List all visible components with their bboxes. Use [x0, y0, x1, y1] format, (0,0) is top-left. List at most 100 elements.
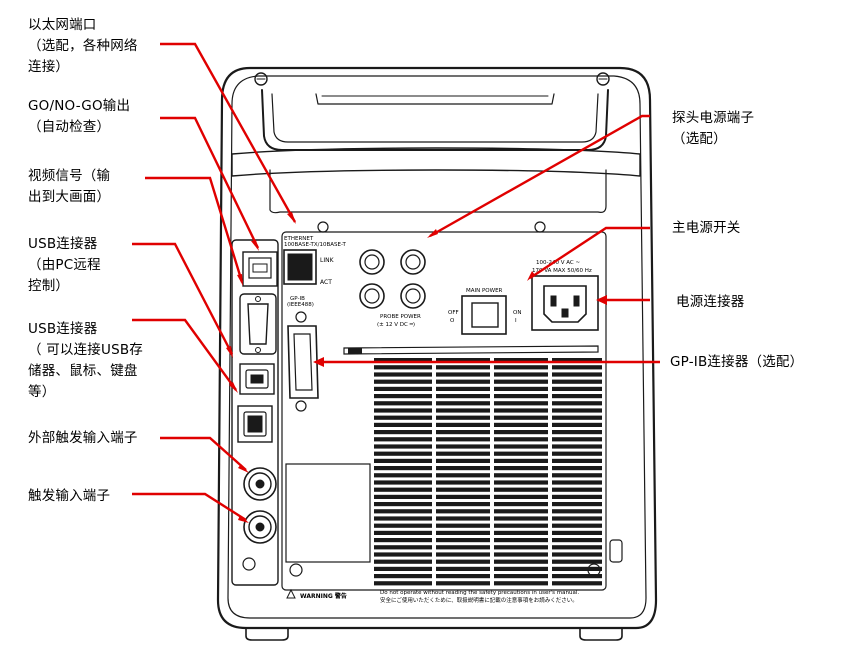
svg-text:MAIN POWER: MAIN POWER: [466, 288, 503, 294]
vent-slot: [552, 494, 602, 499]
vent-slot: [374, 494, 432, 499]
vent-slot: [494, 430, 548, 435]
vent-slot: [552, 552, 602, 557]
trigger-bnc: [243, 510, 277, 544]
vent-slot: [552, 437, 602, 442]
vent-slot: [436, 422, 490, 427]
svg-text:100BASE-TX/10BASE-T: 100BASE-TX/10BASE-T: [284, 242, 346, 248]
vent-slot: [436, 581, 490, 586]
power-inlet: 100-240 V AC ~ 170 VA MAX 50/60 Hz: [531, 260, 599, 331]
vent-slot: [436, 473, 490, 478]
vent-slot: [374, 559, 432, 564]
vent-slot: [494, 487, 548, 492]
vent-slot: [552, 545, 602, 550]
callout-video: 视频信号（输 出到大画面）: [28, 168, 111, 205]
vent-slot: [374, 487, 432, 492]
vent-slot: [552, 480, 602, 485]
vent-slot: [552, 415, 602, 420]
vent-slot: [374, 422, 432, 427]
vent-slot: [494, 372, 548, 377]
main-power-switch: MAIN POWER OFF O ON I: [448, 288, 521, 335]
vent-slot: [494, 509, 548, 514]
vent-slot: [436, 545, 490, 550]
vent-slot: [436, 502, 490, 507]
vent-slot: [494, 566, 548, 571]
vent-slot: [552, 466, 602, 471]
vent-slot: [494, 458, 548, 463]
vent-slot: [436, 516, 490, 521]
vent-slot: [374, 545, 432, 550]
vent-slot: [552, 509, 602, 514]
vent-slot: [494, 379, 548, 384]
vent-slot: [436, 466, 490, 471]
vent-slot: [552, 574, 602, 579]
vent-slot: [436, 358, 490, 363]
callout-main-switch: 主电源开关: [672, 220, 741, 236]
usb-a-port: [237, 405, 273, 443]
vent-slot: [494, 545, 548, 550]
vent-slot: [436, 372, 490, 377]
probe-power-connectors: PROBE POWER (± 12 V DC ═): [359, 249, 426, 328]
vent-slot: [374, 401, 432, 406]
vent-slot: [374, 444, 432, 449]
vent-slot: [552, 430, 602, 435]
warning-jp-text: 安全にご使用いただくために、取扱説明書に記載の注意事項をお読みください。: [380, 596, 578, 604]
vent-slot: [494, 408, 548, 413]
vent-slot: [552, 401, 602, 406]
vent-slot: [436, 494, 490, 499]
vent-slot: [552, 538, 602, 543]
vent-slot: [374, 473, 432, 478]
callout-line-usb-pc: [132, 242, 234, 355]
vent-slot: [374, 480, 432, 485]
callout-line-probe-power: [429, 114, 650, 238]
vent-slot: [436, 415, 490, 420]
vent-slot: [494, 466, 548, 471]
vent-slot: [552, 365, 602, 370]
vent-slot: [374, 458, 432, 463]
callout-line-main-switch: [529, 226, 650, 280]
vent-slot: [374, 365, 432, 370]
vent-slot: [552, 559, 602, 564]
vent-slot: [374, 552, 432, 557]
vent-slot: [552, 379, 602, 384]
vent-slot: [374, 358, 432, 363]
callout-line-ethernet: [160, 42, 297, 223]
callout-gpib: GP-IB连接器（选配）: [670, 354, 804, 370]
vent-slot: [494, 437, 548, 442]
svg-text:170 VA MAX 50/60 Hz: 170 VA MAX 50/60 Hz: [532, 268, 592, 274]
vent-slot: [552, 523, 602, 528]
vent-slot: [436, 394, 490, 399]
callout-probe-power: 探头电源端子 （选配）: [672, 110, 755, 147]
vent-slot: [374, 509, 432, 514]
callout-ethernet: 以太网端口 （选配，各种网络 连接）: [28, 17, 138, 75]
vent-slot: [552, 444, 602, 449]
vent-slot: [436, 574, 490, 579]
vent-slot: [374, 574, 432, 579]
vent-slot: [436, 530, 490, 535]
warning-area: WARNING 警告 Do not operate without readin…: [286, 588, 579, 604]
device-body: [216, 66, 658, 641]
vent-slot: [552, 372, 602, 377]
vent-slot: [494, 444, 548, 449]
vent-slot: [374, 466, 432, 471]
usb-b-port: [239, 363, 275, 395]
svg-text:100-240 V AC ~: 100-240 V AC ~: [536, 260, 580, 266]
callout-line-trigger: [132, 492, 247, 522]
gpib-connector: GP-IB (IEEE488): [287, 296, 319, 412]
vent-slot: [552, 358, 602, 363]
vent-slot: [436, 509, 490, 514]
vent-slot: [494, 358, 548, 363]
svg-text:(± 12 V DC ═): (± 12 V DC ═): [377, 322, 415, 328]
vent-slot: [374, 523, 432, 528]
ethernet-port: ETHERNET 100BASE-TX/10BASE-T LINK ACT: [283, 236, 346, 286]
vent-slot: [374, 372, 432, 377]
vent-slot: [494, 365, 548, 370]
vent-slot: [436, 430, 490, 435]
svg-text:I: I: [515, 318, 517, 324]
vent-slot: [552, 487, 602, 492]
warning-en-text: Do not operate without reading the safet…: [380, 590, 579, 596]
vent-slot: [374, 581, 432, 586]
vent-slot: [494, 552, 548, 557]
callout-gonogo: GO/NO-GO输出 （自动检查）: [28, 98, 131, 135]
